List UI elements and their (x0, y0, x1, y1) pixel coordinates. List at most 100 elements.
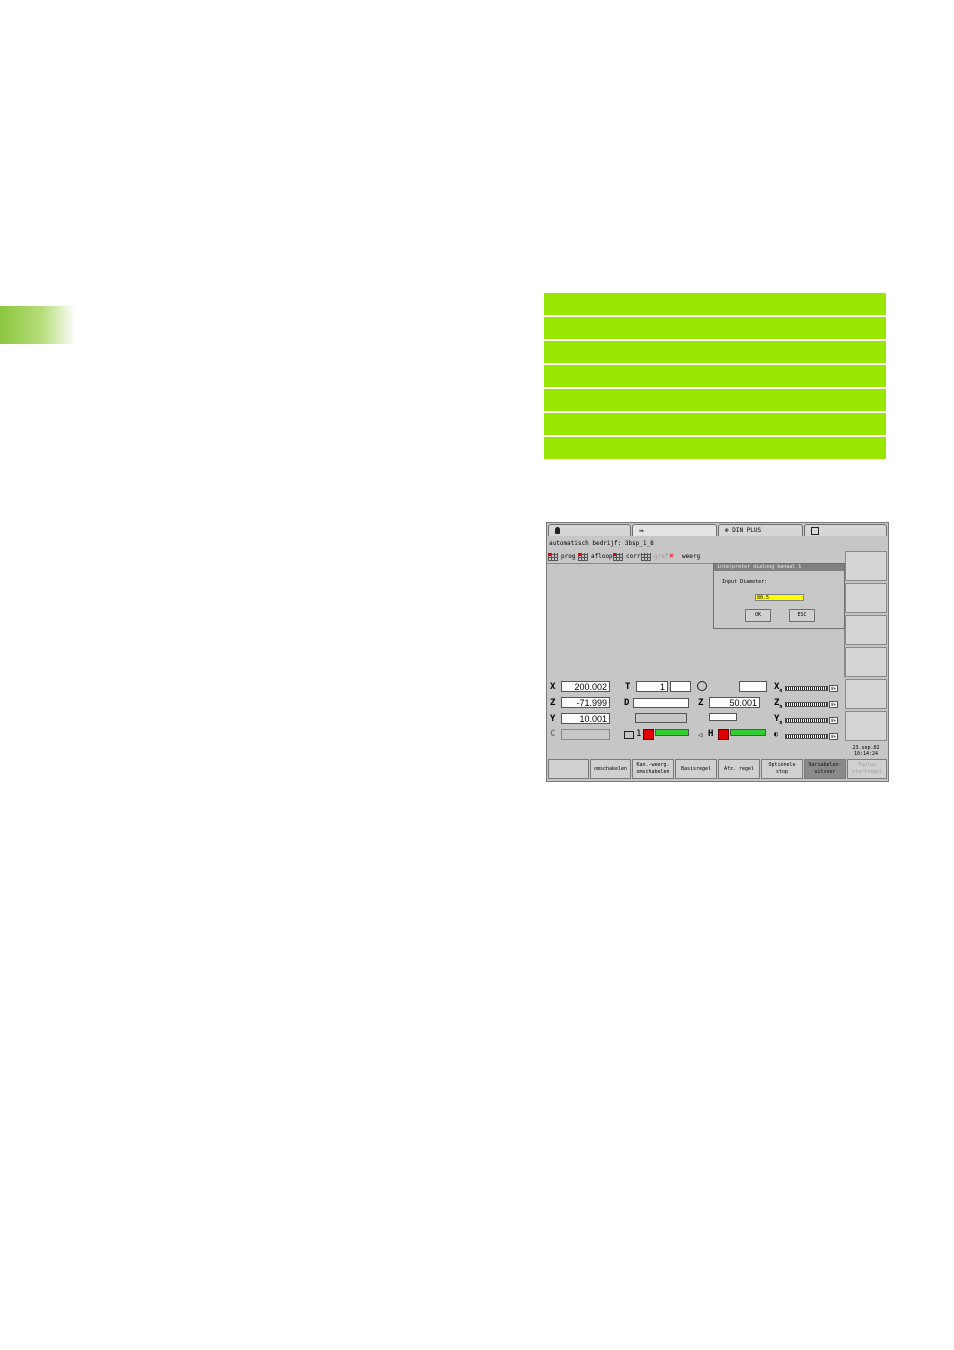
tool-offsets (670, 681, 691, 692)
load-z-pct: 0% (829, 701, 838, 708)
vertical-softkeys (845, 551, 887, 743)
subtab-corr[interactable]: corr (613, 552, 640, 562)
z2-value: 50.001 (709, 697, 760, 708)
axis-z-value: -71.999 (561, 697, 610, 708)
green-table (544, 293, 886, 461)
softkey[interactable] (845, 711, 887, 741)
grid-icon (548, 553, 558, 561)
interpreter-dialog: interpreter dialoog kanaal 1 Input Diame… (713, 563, 845, 629)
tool-d-label: D (624, 698, 630, 708)
feed-bar (655, 729, 689, 736)
spindle-icon: ◁ (698, 731, 703, 739)
sub-tabs: prog afloop corr graf ✕ weerg (548, 551, 844, 562)
grid-icon (578, 553, 588, 561)
disk-icon (811, 526, 819, 535)
grid-icon (613, 553, 623, 561)
axis-y-label: Y (550, 714, 556, 724)
subtab-weerg[interactable]: ✕ weerg (669, 551, 700, 562)
dialog-label: Input Diameter: (722, 579, 768, 585)
load-y-sub: n (779, 719, 783, 726)
load-z-letter: Z (774, 698, 780, 708)
tab-label: DIN PLUS (732, 527, 762, 534)
softkey[interactable] (845, 583, 887, 613)
machine-display: X 200.002 Z -71.999 Y 10.001 C T 1 D 1 Z… (547, 678, 844, 743)
timer-icon (697, 681, 707, 691)
green-row (544, 437, 886, 459)
din-plus-icon: ⊛ (725, 527, 729, 534)
h-label: H (708, 729, 714, 739)
dialog-title: interpreter dialoog kanaal 1 (714, 564, 844, 571)
load-z-sub: n (779, 703, 783, 710)
axis-c-label: C (550, 729, 556, 739)
load-y-label: Yn (774, 714, 782, 726)
load-bar-x (785, 686, 828, 691)
softkey[interactable] (845, 615, 887, 645)
grid-icon (641, 553, 651, 561)
spindle-info (635, 713, 687, 723)
green-row (544, 317, 886, 339)
spindle-bar (730, 729, 766, 736)
tab-manual[interactable] (548, 524, 631, 536)
softkey-startregel[interactable]: Toolan startregel (847, 759, 887, 779)
subtab-prog[interactable]: prog (548, 552, 575, 562)
load-x-letter: X (774, 682, 780, 692)
time: 10:14:24 (853, 751, 879, 757)
z2-label: Z (698, 698, 704, 708)
date: 23.sep.02 (852, 745, 880, 751)
hand-icon (555, 527, 560, 534)
softkey-back[interactable] (548, 759, 589, 779)
chuck-icon (624, 731, 634, 739)
stop-icon (643, 729, 654, 740)
axis-c-value (561, 729, 610, 740)
softkey-variabelen-uitvoer[interactable]: Variabelen- uitvoer (804, 759, 846, 779)
softkey[interactable] (845, 551, 887, 581)
spindle-load-icon: ◐ (774, 730, 779, 738)
date-time: 23.sep.02 10:14:24 (845, 745, 887, 757)
load-y-pct: 0% (829, 717, 838, 724)
status-counter (739, 681, 767, 692)
diameter-input[interactable]: 80.5 (755, 594, 804, 601)
esc-button[interactable]: ESC (789, 609, 815, 622)
tab-files[interactable] (804, 524, 887, 536)
load-x-pct: 0% (829, 685, 838, 692)
subtab-graf[interactable]: graf (641, 552, 668, 562)
tab-din-plus[interactable]: ⊛ DIN PLUS (718, 524, 803, 536)
subtab-label: prog (561, 553, 576, 560)
load-bar-y (785, 718, 828, 723)
bottom-softkeys: omschakelen Kan.-weerg. omschakelen Basi… (547, 759, 888, 781)
subtab-afloop[interactable]: afloop (578, 552, 613, 562)
axis-z-label: Z (550, 698, 556, 708)
axis-y-value: 10.001 (561, 713, 610, 724)
subtab-label: afloop (591, 553, 613, 560)
axis-x-label: X (550, 682, 556, 692)
green-row (544, 365, 886, 387)
cnc-screenshot: ⇛ ⊛ DIN PLUS automatisch bedrijf: 3bsp_1… (546, 522, 889, 782)
softkey-afz-regel[interactable]: Afz. regel (718, 759, 760, 779)
feed-info (709, 713, 737, 721)
softkey[interactable] (845, 679, 887, 709)
ok-button[interactable]: OK (745, 609, 771, 622)
softkey-basisregel[interactable]: Basisregel (675, 759, 717, 779)
d-values (633, 698, 689, 708)
load-bar-spindle (785, 734, 828, 739)
load-bar-z (785, 702, 828, 707)
load-y-letter: Y (774, 714, 780, 724)
load-spindle-pct: 0% (829, 733, 838, 740)
load-z-label: Zn (774, 698, 782, 710)
green-row (544, 413, 886, 435)
load-x-sub: n (779, 687, 783, 694)
mode-tabs: ⇛ ⊛ DIN PLUS (547, 523, 888, 537)
subtab-label: graf (654, 553, 669, 560)
tab-program-run[interactable]: ⇛ (632, 524, 717, 536)
softkey-kan-weerg[interactable]: Kan.-weerg. omschakelen (632, 759, 674, 779)
softkey[interactable] (845, 647, 887, 677)
tool-t-value: 1 (636, 681, 668, 692)
status-line: automatisch bedrijf: 3bsp_1_8 (549, 540, 654, 547)
tool-t-label: T (625, 682, 631, 692)
green-row (544, 293, 886, 315)
softkey-optionele-stop[interactable]: Optionele stop (761, 759, 803, 779)
subtab-label: corr (626, 553, 641, 560)
green-row (544, 389, 886, 411)
tool-number: 1 (636, 729, 642, 739)
softkey-omschakelen[interactable]: omschakelen (590, 759, 631, 779)
